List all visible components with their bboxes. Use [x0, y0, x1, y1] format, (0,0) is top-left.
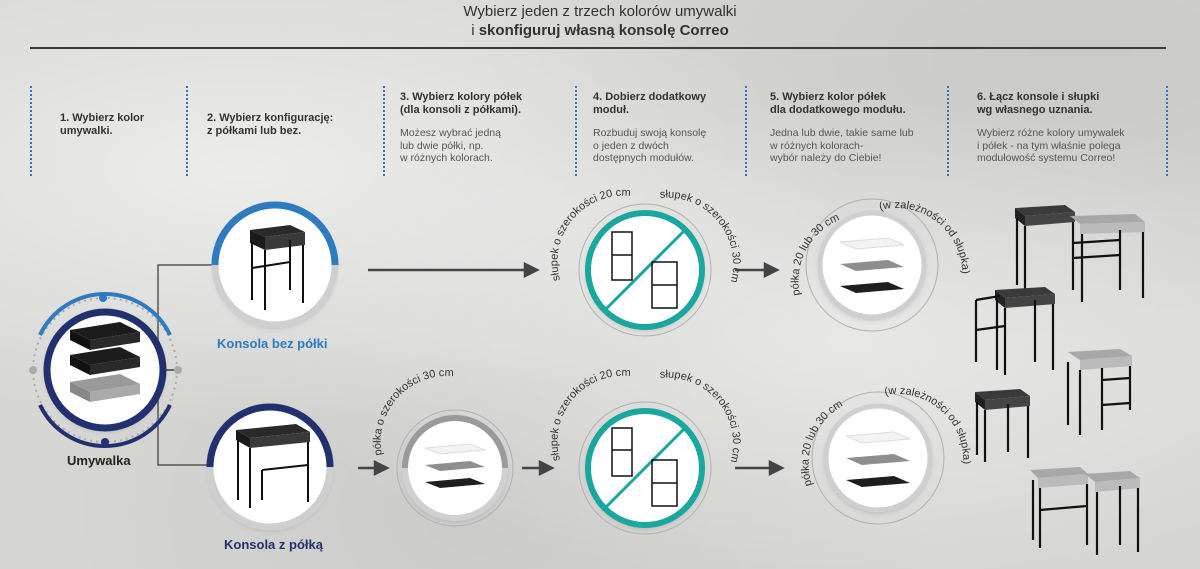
connector-lower: [157, 369, 210, 466]
combined-consoles: [974, 205, 1145, 555]
header-line-2: i skonfiguruj własną konsolę Correo: [0, 22, 1200, 39]
washbasin-label: Umywalka: [67, 453, 131, 468]
step-3: 3. Wybierz kolory półek (dla konsoli z p…: [400, 91, 570, 165]
step-4-desc-line: dostępnych modułów.: [593, 152, 694, 164]
step-6: 6. Łącz konsole i słupki wg własnego uzn…: [977, 91, 1162, 165]
step-4: 4. Dobierz dodatkowy moduł. Rozbuduj swo…: [593, 91, 743, 165]
step-5-desc-line: Jedna lub dwie, takie same lub: [770, 127, 914, 139]
step-2-title-a: 2. Wybierz konfigurację:: [207, 112, 334, 124]
step-4-title-a: 4. Dobierz dodatkowy: [593, 91, 707, 103]
shelf-circle-lower: [811, 391, 945, 525]
step-1-title-a: 1. Wybierz kolor: [60, 112, 145, 124]
step-3-desc-line: Możesz wybrać jedną: [400, 127, 501, 139]
step-6-desc-line: i półek - na tym właśnie polega: [977, 139, 1121, 152]
console-shelf-label: Konsola z półką: [224, 537, 323, 552]
step-3-desc-line: lub dwie półki, np.: [400, 139, 484, 152]
step-6-description: Wybierz różne kolory umywalek i półek - …: [977, 127, 1162, 165]
step-4-desc-line: Rozbuduj swoją konsolę: [593, 127, 707, 139]
flow-arrows: [358, 261, 785, 477]
connector-lines: [157, 264, 218, 466]
step-separator-1: [30, 86, 32, 176]
step-4-desc-line: o jeden z dwóch: [593, 139, 669, 152]
step-separator-6: [947, 86, 949, 176]
step-5-description: Jedna lub dwie, takie same lub w różnych…: [770, 127, 945, 165]
step-separator-4: [575, 86, 577, 176]
step-6-title-a: 6. Łącz konsole i słupki: [977, 91, 1100, 103]
step-separator-2: [186, 86, 188, 176]
posts-circle-upper: [578, 203, 712, 337]
step-2-title-b: z półkami lub bez.: [207, 125, 302, 137]
shelf-circle-step3: [396, 409, 514, 527]
step-separator-5: [745, 86, 747, 176]
posts-circle-lower: [578, 401, 712, 535]
shelf-circle-upper: [805, 198, 939, 332]
step-separator-7: [1166, 86, 1168, 176]
step-6-title-b: wg własnego uznania.: [977, 104, 1093, 116]
console-no-shelf-label: Konsola bez półki: [217, 336, 328, 351]
step-3-desc-line: w różnych kolorach.: [400, 152, 493, 164]
step-5-desc-line: w różnych kolorach-: [770, 139, 864, 152]
step-5: 5. Wybierz kolor półek dla dodatkowego m…: [770, 91, 945, 165]
step-1-title-b: umywalki.: [60, 125, 113, 137]
step-5-title-a: 5. Wybierz kolor półek: [770, 91, 886, 103]
step-3-title-b: (dla konsoli z półkami).: [400, 104, 522, 116]
step-separator-3: [383, 86, 385, 176]
step-5-title-b: dla dodatkowego modułu.: [770, 104, 906, 116]
step-2: 2. Wybierz konfigurację: z półkami lub b…: [207, 112, 377, 138]
console-shelf-circle: [206, 403, 334, 531]
header-rule: [30, 47, 1166, 49]
header-line-2-bold: skonfiguruj własną konsolę Correo: [478, 22, 729, 39]
step-6-desc-line: modułowość systemu Correo!: [977, 152, 1116, 164]
washbasin-circle: [29, 292, 178, 448]
step-6-desc-line: Wybierz różne kolory umywalek: [977, 127, 1125, 139]
step-4-title-b: moduł.: [593, 104, 630, 116]
step-1: 1. Wybierz kolor umywalki.: [60, 112, 180, 138]
step-5-desc-line: wybór należy do Ciebie!: [770, 152, 882, 164]
header-line-2-prefix: i: [471, 22, 475, 39]
connector-upper: [157, 264, 218, 371]
header-line-1: Wybierz jeden z trzech kolorów umywalki: [463, 3, 737, 20]
step-4-description: Rozbuduj swoją konsolę o jeden z dwóch d…: [593, 127, 743, 165]
console-no-shelf-circle: [211, 201, 339, 329]
step-3-description: Możesz wybrać jedną lub dwie półki, np. …: [400, 127, 570, 165]
step-3-title-a: 3. Wybierz kolory półek: [400, 91, 523, 103]
